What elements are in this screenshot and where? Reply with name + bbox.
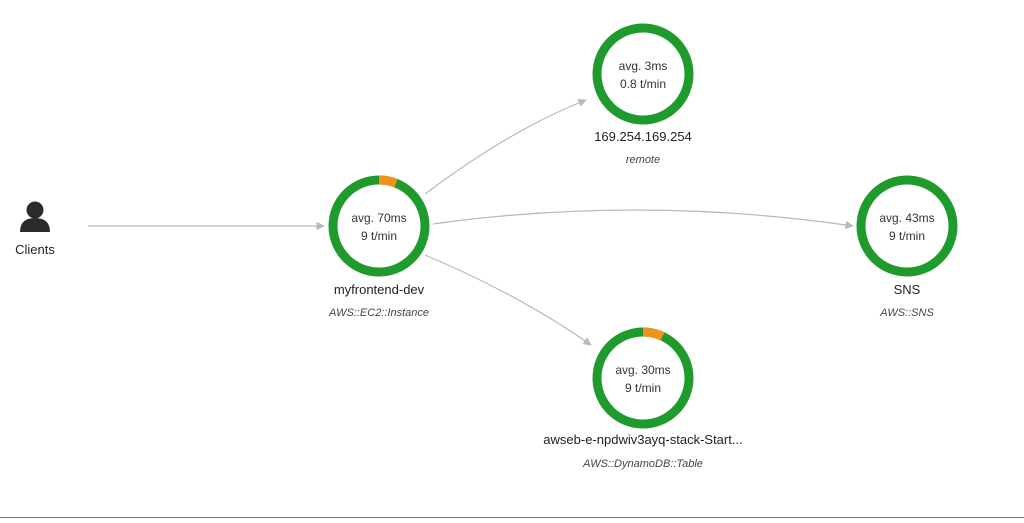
node-ring-error bbox=[592, 327, 694, 429]
edges bbox=[88, 98, 854, 346]
node-ring-error bbox=[328, 175, 430, 277]
node-name: myfrontend-dev bbox=[334, 282, 425, 297]
clients-node[interactable]: Clients bbox=[15, 201, 55, 258]
node-throughput: 9 t/min bbox=[625, 381, 661, 395]
node-type: remote bbox=[626, 154, 660, 166]
node-dynamodb-table[interactable]: avg. 30ms 9 t/min awseb-e-npdwiv3ayq-sta… bbox=[543, 327, 743, 470]
edge-frontend-to-remote[interactable] bbox=[424, 98, 587, 195]
node-ring-ok bbox=[592, 327, 694, 429]
node-name: 169.254.169.254 bbox=[594, 129, 692, 144]
bottom-divider bbox=[0, 517, 1024, 518]
node-throughput: 0.8 t/min bbox=[620, 77, 666, 91]
clients-label: Clients bbox=[15, 242, 55, 257]
node-ring-ok bbox=[328, 175, 430, 277]
node-avg-latency: avg. 70ms bbox=[351, 211, 406, 225]
node-ring-ok bbox=[856, 175, 958, 277]
node-name: awseb-e-npdwiv3ayq-stack-Start... bbox=[543, 432, 742, 447]
node-throughput: 9 t/min bbox=[889, 229, 925, 243]
node-avg-latency: avg. 43ms bbox=[879, 211, 934, 225]
edge-frontend-to-dynamo[interactable] bbox=[424, 254, 592, 346]
node-throughput: 9 t/min bbox=[361, 229, 397, 243]
node-type: AWS::SNS bbox=[879, 307, 934, 319]
node-myfrontend-dev[interactable]: avg. 70ms 9 t/min myfrontend-dev AWS::EC… bbox=[328, 175, 430, 319]
edge-frontend-to-sns[interactable] bbox=[432, 209, 854, 230]
node-name: SNS bbox=[894, 282, 921, 297]
node-remote-ip[interactable]: avg. 3ms 0.8 t/min 169.254.169.254 remot… bbox=[592, 23, 694, 166]
node-avg-latency: avg. 30ms bbox=[615, 363, 670, 377]
node-sns[interactable]: avg. 43ms 9 t/min SNS AWS::SNS bbox=[856, 175, 958, 319]
node-type: AWS::EC2::Instance bbox=[328, 307, 429, 319]
node-type: AWS::DynamoDB::Table bbox=[582, 458, 703, 470]
node-avg-latency: avg. 3ms bbox=[619, 59, 668, 73]
node-ring-ok bbox=[592, 23, 694, 125]
user-icon bbox=[20, 201, 50, 232]
